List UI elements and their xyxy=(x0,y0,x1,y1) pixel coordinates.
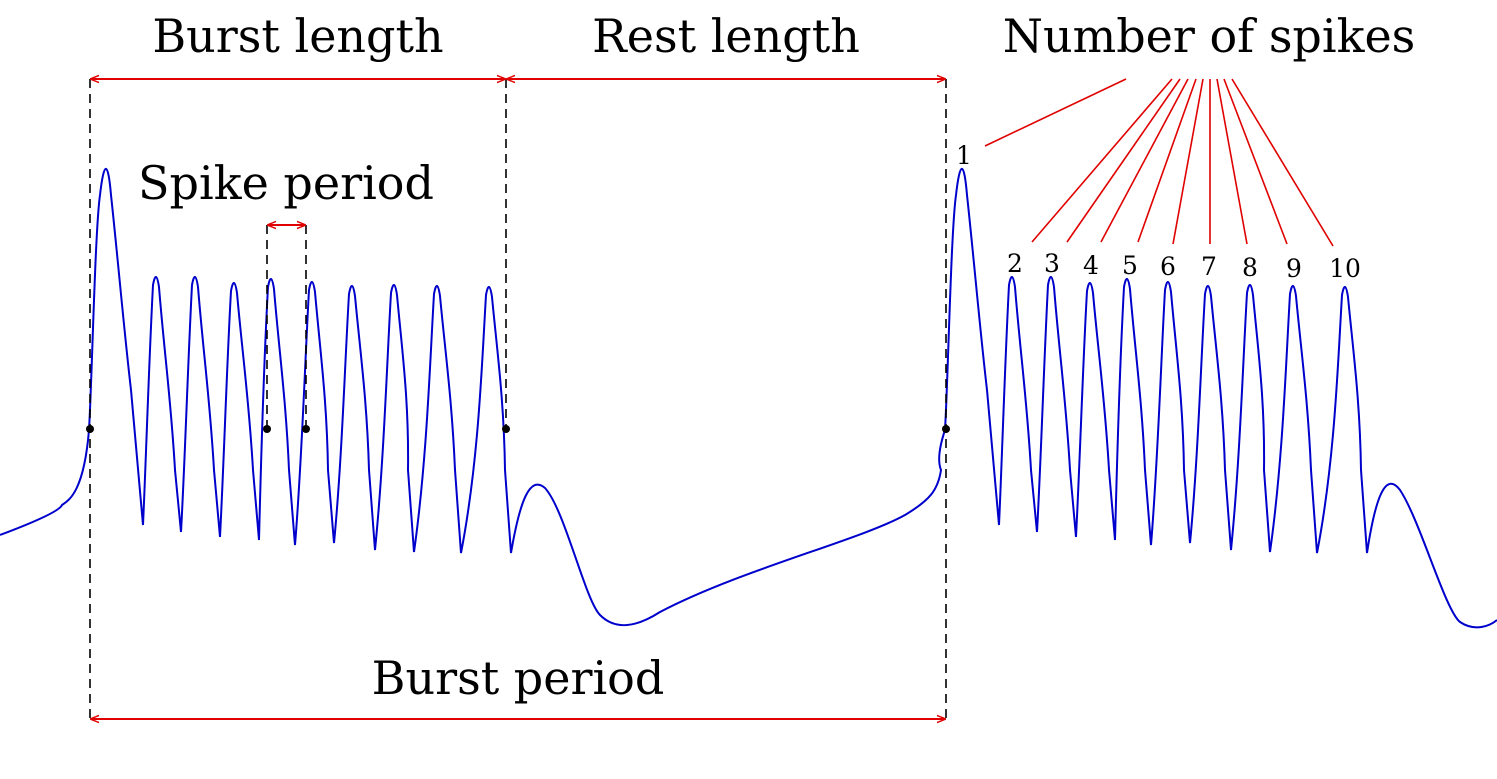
spike-number-2: 2 xyxy=(1007,249,1023,278)
spike-period-label: Spike period xyxy=(138,156,434,210)
pointer-10 xyxy=(1231,78,1334,247)
burst-period-label: Burst period xyxy=(372,651,665,705)
pointer-2 xyxy=(1031,78,1173,243)
number-of-spikes-label: Number of spikes xyxy=(1003,9,1416,63)
marker-burst-start xyxy=(86,425,94,433)
marker-spike-b xyxy=(302,425,310,433)
spike-count-pointers xyxy=(984,78,1334,247)
spike-number-5: 5 xyxy=(1122,251,1138,280)
threshold-markers xyxy=(86,425,950,433)
pointer-4 xyxy=(1100,78,1189,243)
marker-burst-end xyxy=(502,425,510,433)
burst-length-label: Burst length xyxy=(152,9,443,63)
pointer-9 xyxy=(1223,78,1288,245)
marker-spike-a xyxy=(263,425,271,433)
spike-number-1: 1 xyxy=(956,141,972,170)
pointer-1 xyxy=(984,78,1127,147)
spike-number-6: 6 xyxy=(1160,252,1176,281)
spike-number-3: 3 xyxy=(1044,249,1060,278)
spike-number-7: 7 xyxy=(1201,252,1217,281)
pointer-8 xyxy=(1216,78,1248,245)
spike-number-10: 10 xyxy=(1329,254,1361,283)
voltage-trace xyxy=(0,168,1497,629)
pointer-3 xyxy=(1066,78,1181,243)
spike-number-8: 8 xyxy=(1242,253,1258,282)
pointer-5 xyxy=(1137,78,1197,243)
rest-length-label: Rest length xyxy=(592,9,860,63)
measurement-arrows xyxy=(91,79,945,719)
pointer-6 xyxy=(1172,78,1204,245)
marker-period-end xyxy=(942,425,950,433)
spike-number-9: 9 xyxy=(1286,254,1302,283)
dashed-guides xyxy=(89,79,947,719)
spike-number-4: 4 xyxy=(1083,251,1099,280)
